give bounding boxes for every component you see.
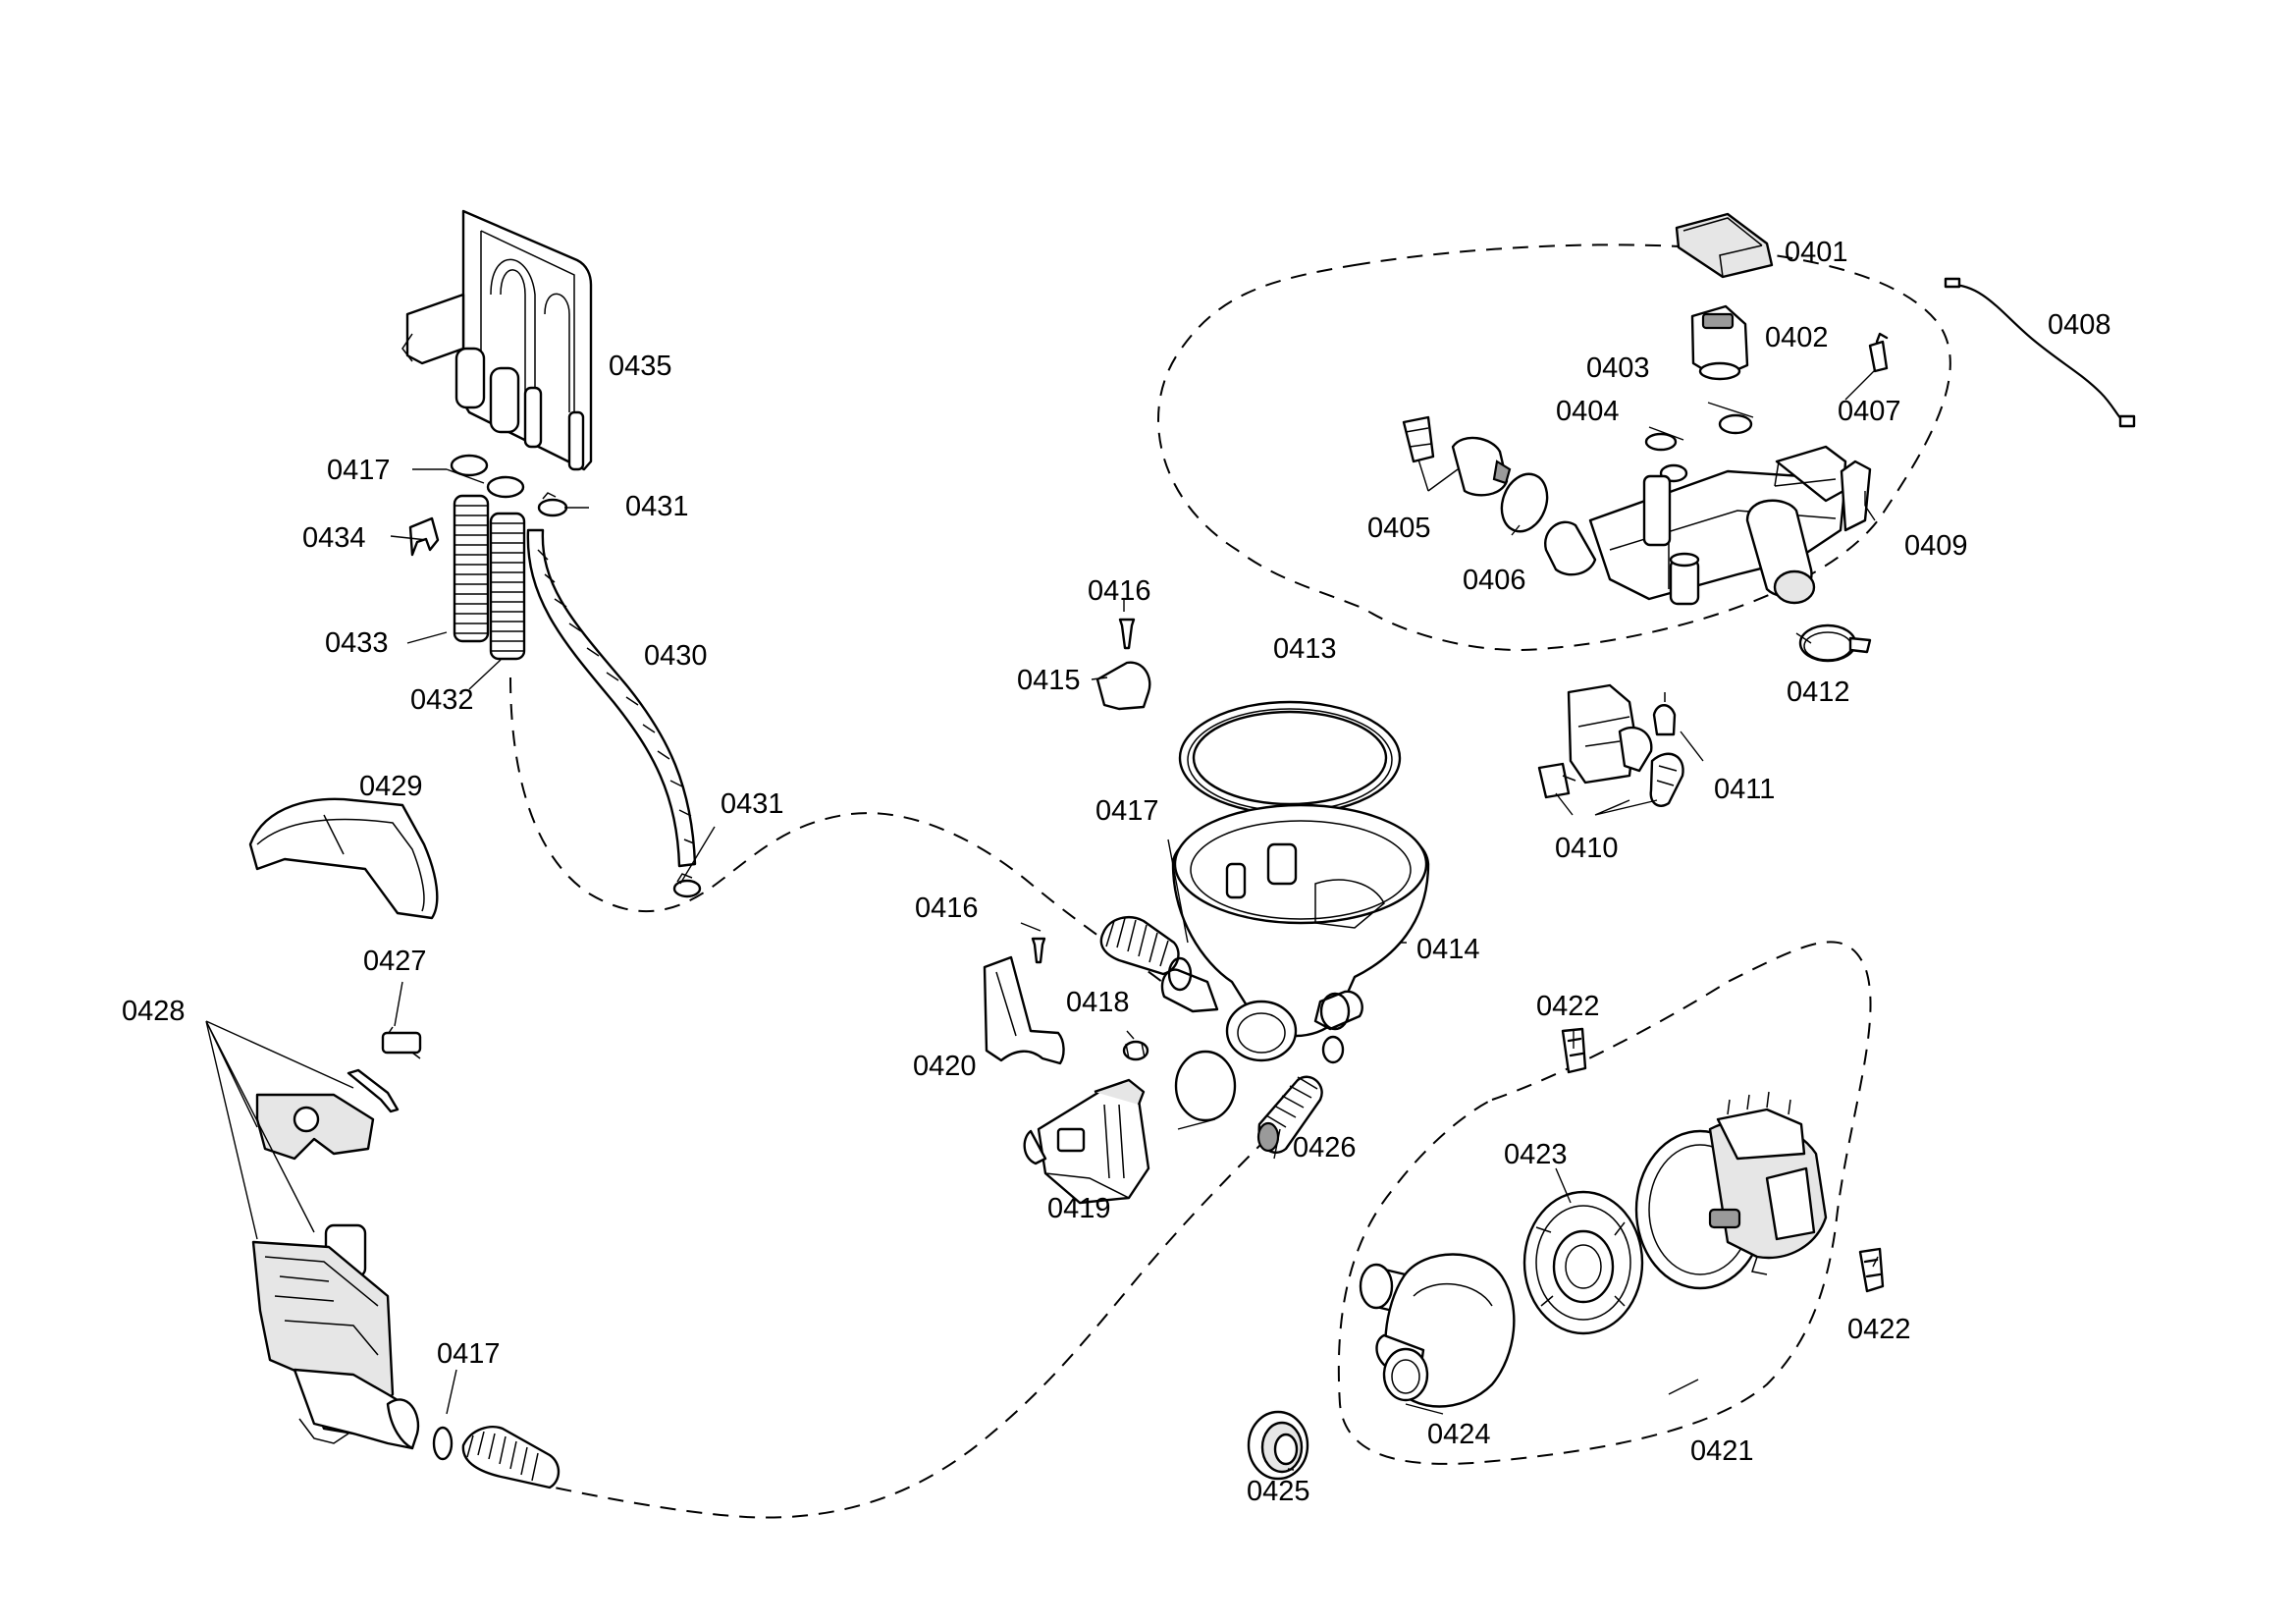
part-0422-clip-upper bbox=[1561, 1027, 1587, 1074]
label-0410: 0410 bbox=[1555, 833, 1619, 864]
label-0401: 0401 bbox=[1785, 237, 1848, 268]
label-0412: 0412 bbox=[1787, 677, 1850, 708]
part-0428-drawing bbox=[251, 1093, 420, 1450]
label-0418: 0418 bbox=[1066, 987, 1130, 1018]
part-0431-clip-bottom bbox=[672, 873, 702, 898]
label-0406: 0406 bbox=[1463, 565, 1526, 596]
label-0408: 0408 bbox=[2048, 309, 2111, 341]
part-0407-drawing bbox=[1868, 332, 1889, 373]
part-0411-drawing bbox=[1652, 692, 1677, 736]
label-0430: 0430 bbox=[644, 640, 708, 672]
part-0401-drawing bbox=[1675, 212, 1774, 279]
part-0417-hose-middle bbox=[1099, 916, 1180, 976]
part-0404-ring-a bbox=[1644, 432, 1678, 452]
part-0422-clip-lower bbox=[1858, 1247, 1885, 1293]
part-0417-ring-c bbox=[432, 1426, 454, 1461]
part-0418-drawing bbox=[1122, 1040, 1149, 1061]
part-0415-drawing bbox=[1095, 661, 1151, 711]
part-0419-drawing bbox=[1023, 1078, 1150, 1205]
label-0431-top: 0431 bbox=[625, 491, 689, 522]
label-0409: 0409 bbox=[1904, 530, 1968, 562]
part-0433-drawing bbox=[453, 494, 490, 643]
part-0406-ring bbox=[1500, 472, 1549, 533]
part-0432-drawing bbox=[489, 512, 526, 661]
label-0413: 0413 bbox=[1273, 633, 1337, 665]
hose-route-upper bbox=[509, 677, 1189, 1002]
part-0426-hose bbox=[1256, 1075, 1323, 1155]
part-0424-drawing bbox=[1359, 1253, 1516, 1408]
hose-route-lower bbox=[529, 1138, 1267, 1519]
part-0402-drawing bbox=[1690, 304, 1749, 381]
label-0422-lower: 0422 bbox=[1847, 1314, 1911, 1345]
part-0416-screw-lower bbox=[1031, 937, 1046, 964]
part-0417-hose-bottom bbox=[461, 1425, 561, 1489]
part-0426-ring-small bbox=[1321, 1035, 1345, 1064]
assembly-outline-0421 bbox=[1337, 941, 1872, 1465]
label-0426: 0426 bbox=[1293, 1132, 1357, 1164]
part-0426-ring-large bbox=[1174, 1050, 1237, 1122]
label-0417-top: 0417 bbox=[327, 455, 391, 486]
label-0421: 0421 bbox=[1690, 1435, 1754, 1467]
part-0429-drawing bbox=[248, 797, 439, 920]
label-0402: 0402 bbox=[1765, 322, 1829, 353]
part-0427-drawing bbox=[347, 1026, 422, 1113]
part-0403-ring bbox=[1718, 413, 1753, 435]
label-0404: 0404 bbox=[1556, 396, 1620, 427]
label-0419: 0419 bbox=[1047, 1193, 1111, 1224]
label-0424: 0424 bbox=[1427, 1419, 1491, 1450]
label-0414: 0414 bbox=[1416, 934, 1480, 965]
label-0416-lower: 0416 bbox=[915, 893, 979, 924]
part-0413-drawing bbox=[1178, 700, 1402, 816]
label-0420: 0420 bbox=[913, 1051, 977, 1082]
part-0409-drawing bbox=[1544, 445, 1872, 606]
label-0405: 0405 bbox=[1367, 513, 1431, 544]
part-0414-drawing bbox=[1160, 803, 1430, 1062]
part-0410-drawing bbox=[1537, 683, 1684, 807]
part-0404-ring-b bbox=[1659, 463, 1688, 483]
label-0431-bottom: 0431 bbox=[721, 788, 784, 820]
label-0422-upper: 0422 bbox=[1536, 991, 1600, 1022]
label-0417-bottom: 0417 bbox=[437, 1338, 501, 1370]
part-0423-drawing bbox=[1522, 1190, 1644, 1335]
label-0407: 0407 bbox=[1838, 396, 1901, 427]
part-0408-drawing bbox=[1944, 277, 2136, 428]
part-0405-drawing bbox=[1402, 415, 1512, 497]
label-0429: 0429 bbox=[359, 771, 423, 802]
label-0411: 0411 bbox=[1714, 774, 1775, 805]
label-0416-upper: 0416 bbox=[1088, 575, 1151, 607]
part-0416-screw-upper bbox=[1118, 618, 1136, 650]
label-0428: 0428 bbox=[122, 996, 186, 1027]
label-0433: 0433 bbox=[325, 627, 389, 659]
part-0434-drawing bbox=[408, 516, 440, 557]
part-0412-drawing bbox=[1798, 623, 1872, 663]
label-0417-middle: 0417 bbox=[1095, 795, 1159, 827]
part-0417-ring-a bbox=[450, 454, 489, 477]
label-0432: 0432 bbox=[410, 684, 474, 716]
label-0423: 0423 bbox=[1504, 1139, 1568, 1170]
label-0403: 0403 bbox=[1586, 352, 1650, 384]
assembly-outline-0409 bbox=[1157, 244, 1951, 651]
leaders bbox=[205, 369, 1879, 1471]
part-0430-drawing bbox=[526, 528, 697, 868]
part-0417-ring-middle bbox=[1167, 956, 1193, 992]
part-0420-drawing bbox=[983, 955, 1065, 1065]
label-0434: 0434 bbox=[302, 522, 366, 554]
part-0425-drawing bbox=[1247, 1410, 1309, 1481]
label-0435: 0435 bbox=[609, 351, 672, 382]
label-0425: 0425 bbox=[1247, 1476, 1310, 1507]
label-0415: 0415 bbox=[1017, 665, 1081, 696]
part-0417-ring-b bbox=[486, 475, 525, 499]
part-0431-clip-top bbox=[537, 492, 568, 517]
part-0435-drawing bbox=[401, 209, 593, 471]
part-0421-drawing bbox=[1634, 1091, 1828, 1290]
label-0427: 0427 bbox=[363, 946, 427, 977]
